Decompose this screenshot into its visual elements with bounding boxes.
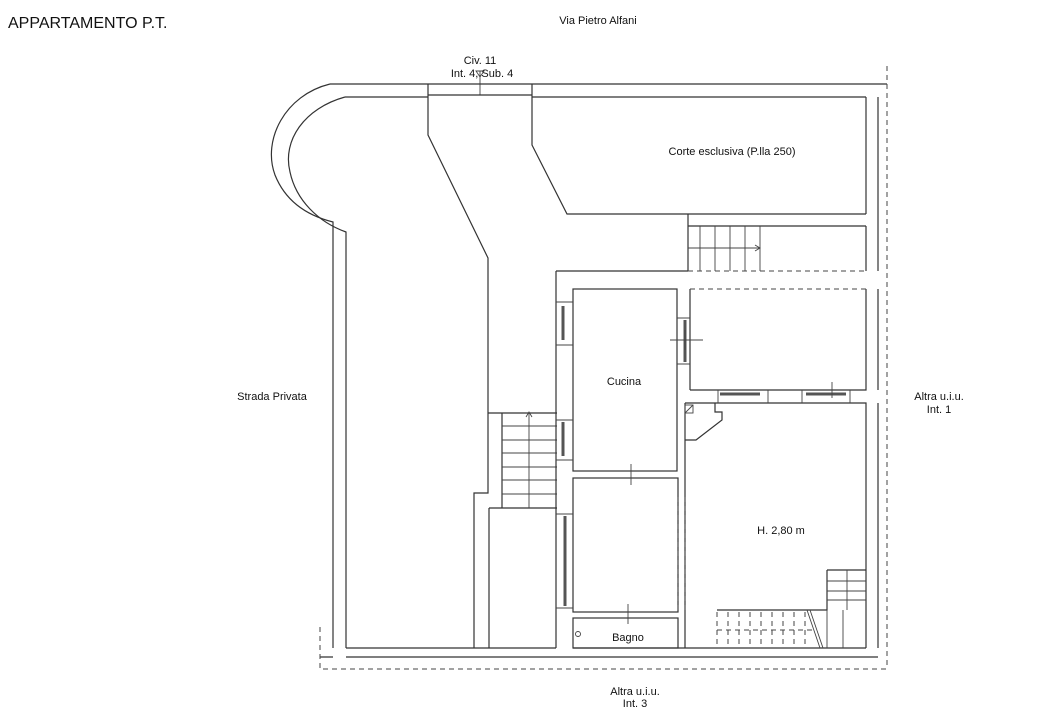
bathroom-label: Bagno [612,632,644,644]
entrance-marker-icon [475,70,485,95]
neighbour-unit-bottom: Altra u.i.u. [610,686,660,698]
neighbour-unit-bottom-int: Int. 3 [623,698,647,710]
staircase-bottom [716,569,866,649]
lower-room [572,477,679,613]
kitchen-label: Cucina [607,376,642,388]
neighbour-unit-right-int: Int. 1 [927,404,951,416]
staircase-left [488,411,557,509]
apartment-walls [555,270,867,649]
civic-number: Civ. 11 [464,55,497,67]
staircase-top [687,214,867,272]
neighbour-unit-right: Altra u.i.u. [914,391,964,403]
bathroom-room [572,617,679,649]
drain-icon [575,631,581,637]
kitchen-room [572,288,678,472]
road-label: Strada Privata [237,391,308,403]
corridor-walls [427,97,866,648]
street-label-top: Via Pietro Alfani [559,15,636,27]
plan-title: APPARTAMENTO P.T. [8,15,167,32]
outer-walls [270,66,888,670]
courtyard-label: Corte esclusiva (P.lla 250) [669,146,796,158]
ceiling-height-label: H. 2,80 m [757,525,805,537]
